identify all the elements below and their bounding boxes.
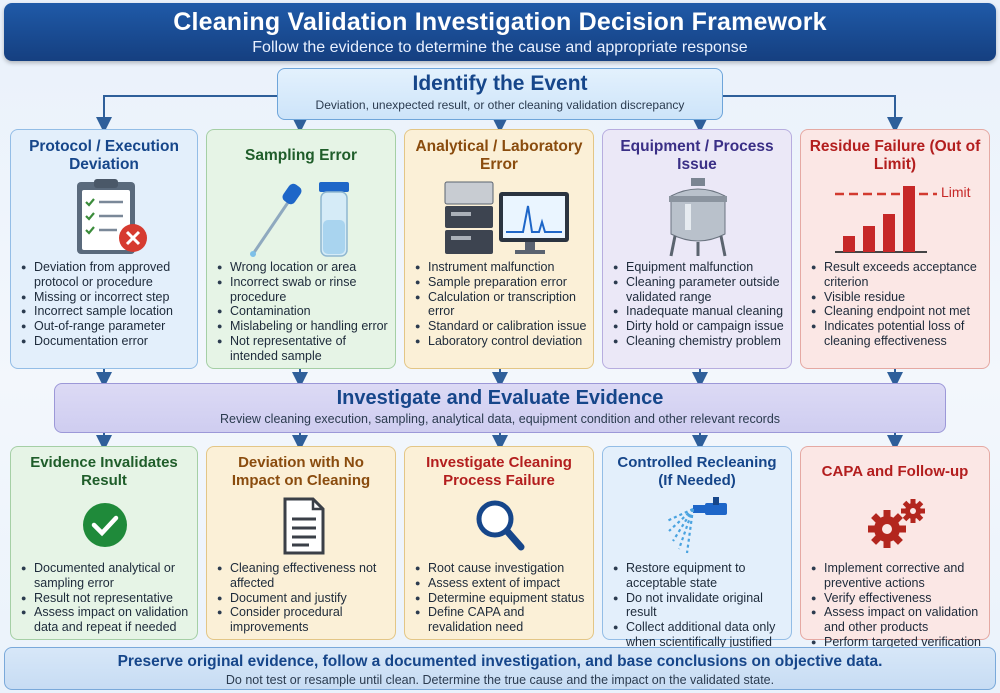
- list-item: Laboratory control deviation: [415, 334, 587, 349]
- list-item: Equipment malfunction: [613, 260, 785, 275]
- cause-title: Analytical / Laboratory Error: [415, 138, 583, 173]
- arrow-to-cause-1: [96, 95, 277, 133]
- outcome-title: CAPA and Follow-up: [821, 463, 969, 480]
- limit-label: Limit: [941, 184, 971, 200]
- header-banner: Cleaning Validation Investigation Decisi…: [4, 3, 996, 61]
- outcome-card-invalidates: Evidence Invalidates Result Documented a…: [10, 446, 198, 640]
- list-item: Restore equipment to acceptable state: [613, 561, 785, 591]
- outcome-title: Evidence Invalidates Result: [30, 454, 178, 489]
- list-item: Deviation from approved protocol or proc…: [21, 260, 191, 290]
- list-item: Incorrect sample location: [21, 304, 191, 319]
- list-item: Cleaning chemistry problem: [613, 334, 785, 349]
- list-item: Assess extent of impact: [415, 576, 587, 591]
- list-item: Out-of-range parameter: [21, 319, 191, 334]
- swab-vial-icon: [213, 178, 389, 260]
- investigate-box: Investigate and Evaluate Evidence Review…: [54, 383, 946, 433]
- footer-subtitle: Do not test or resample until clean. Det…: [225, 673, 775, 687]
- list-item: Result not representative: [21, 591, 191, 606]
- cause-card-protocol: Protocol / Execution Deviation Deviation…: [10, 129, 198, 369]
- list-item: Assess impact on validation data and rep…: [21, 605, 191, 635]
- cause-list: Instrument malfunction Sample preparatio…: [411, 260, 587, 349]
- outcome-list: Documented analytical or sampling error …: [17, 561, 191, 635]
- list-item: Verify effectiveness: [811, 591, 983, 606]
- outcome-card-no-impact: Deviation with No Impact on Cleaning Cle…: [206, 446, 396, 640]
- list-item: Assess impact on validation and other pr…: [811, 605, 983, 635]
- list-item: Define CAPA and revalidation need: [415, 605, 587, 635]
- list-item: Mislabeling or handling error: [217, 319, 389, 334]
- footer-banner: Preserve original evidence, follow a doc…: [4, 647, 996, 690]
- list-item: Missing or incorrect step: [21, 290, 191, 305]
- outcome-card-recleaning: Controlled Recleaning (If Needed) Restor…: [602, 446, 792, 649]
- outcome-title: Controlled Recleaning (If Needed): [617, 454, 777, 489]
- list-item: Cleaning endpoint not met: [811, 304, 983, 319]
- cause-card-sampling: Sampling Error Wrong location or area In…: [206, 129, 396, 369]
- cause-card-equipment: Equipment / Process Issue Equipment malf…: [602, 129, 792, 369]
- list-item: Determine equipment status: [415, 591, 587, 606]
- outcome-card-process-failure: Investigate Cleaning Process Failure Roo…: [404, 446, 594, 640]
- vessel-tank-icon: [609, 178, 785, 260]
- investigate-title: Investigate and Evaluate Evidence: [336, 387, 664, 409]
- cause-card-analytical: Analytical / Laboratory Error Instrument…: [404, 129, 594, 369]
- event-subtitle: Deviation, unexpected result, or other c…: [315, 98, 685, 112]
- identify-event-box: Identify the Event Deviation, unexpected…: [277, 68, 723, 120]
- cause-list: Deviation from approved protocol or proc…: [17, 260, 191, 349]
- cause-list: Equipment malfunction Cleaning parameter…: [609, 260, 785, 349]
- outcome-list: Root cause investigation Assess extent o…: [411, 561, 587, 635]
- cause-list: Wrong location or area Incorrect swab or…: [213, 260, 389, 364]
- list-item: Instrument malfunction: [415, 260, 587, 275]
- list-item: Incorrect swab or rinse procedure: [217, 275, 389, 305]
- outcome-list: Cleaning effectiveness not affected Docu…: [213, 561, 389, 635]
- clipboard-error-icon: [17, 178, 191, 260]
- check-circle-icon: [17, 493, 191, 561]
- spray-nozzle-icon: [609, 493, 785, 561]
- event-title: Identify the Event: [412, 72, 588, 95]
- list-item: Documentation error: [21, 334, 191, 349]
- list-item: Documented analytical or sampling error: [21, 561, 191, 591]
- list-item: Dirty hold or campaign issue: [613, 319, 785, 334]
- list-item: Document and justify: [217, 591, 389, 606]
- list-item: Calculation or transcription error: [415, 290, 587, 320]
- cause-title: Residue Failure (Out of Limit): [809, 138, 981, 173]
- list-item: Collect additional data only when scient…: [613, 620, 785, 650]
- list-item: Standard or calibration issue: [415, 319, 587, 334]
- page-subtitle: Follow the evidence to determine the cau…: [252, 39, 748, 56]
- list-item: Do not invalidate original result: [613, 591, 785, 621]
- list-item: Inadequate manual cleaning: [613, 304, 785, 319]
- cause-card-residue: Residue Failure (Out of Limit) Limit Res…: [800, 129, 990, 369]
- footer-title: Preserve original evidence, follow a doc…: [117, 653, 883, 670]
- cause-title: Protocol / Execution Deviation: [29, 138, 179, 173]
- list-item: Sample preparation error: [415, 275, 587, 290]
- list-item: Implement corrective and preventive acti…: [811, 561, 983, 591]
- cause-title: Sampling Error: [245, 147, 357, 164]
- outcome-card-capa: CAPA and Follow-up: [800, 446, 990, 679]
- document-icon: [213, 493, 389, 561]
- list-item: Wrong location or area: [217, 260, 389, 275]
- list-item: Indicates potential loss of cleaning eff…: [811, 319, 983, 349]
- bar-chart-limit-icon: Limit: [807, 178, 983, 260]
- magnifier-icon: [411, 493, 587, 561]
- lab-instrument-icon: [411, 178, 587, 260]
- list-item: Contamination: [217, 304, 389, 319]
- list-item: Visible residue: [811, 290, 983, 305]
- list-item: Result exceeds acceptance criterion: [811, 260, 983, 290]
- cause-title: Equipment / Process Issue: [620, 138, 774, 173]
- list-item: Root cause investigation: [415, 561, 587, 576]
- outcome-title: Investigate Cleaning Process Failure: [426, 454, 572, 489]
- cause-list: Result exceeds acceptance criterion Visi…: [807, 260, 983, 349]
- page-title: Cleaning Validation Investigation Decisi…: [173, 8, 827, 36]
- list-item: Not representative of intended sample: [217, 334, 389, 364]
- list-item: Consider procedural improvements: [217, 605, 389, 635]
- outcome-title: Deviation with No Impact on Cleaning: [231, 454, 371, 489]
- list-item: Cleaning effectiveness not affected: [217, 561, 389, 591]
- investigate-subtitle: Review cleaning execution, sampling, ana…: [219, 412, 781, 426]
- arrow-to-cause-5: [723, 95, 903, 133]
- gears-icon: [807, 493, 983, 561]
- outcome-list: Restore equipment to acceptable state Do…: [609, 561, 785, 650]
- list-item: Cleaning parameter outside validated ran…: [613, 275, 785, 305]
